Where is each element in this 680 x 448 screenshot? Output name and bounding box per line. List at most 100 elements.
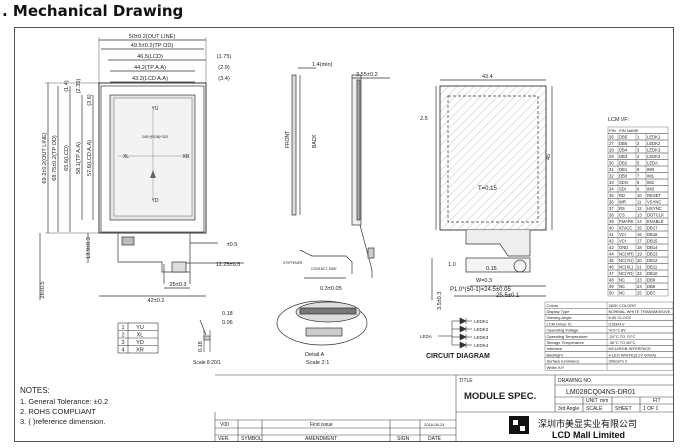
pinout-cell: DB13	[647, 252, 658, 257]
dim-ref-1: (1.75)	[217, 54, 232, 60]
pinout-cell: LEDK2	[647, 141, 661, 146]
drawing-frame	[14, 27, 674, 442]
dim-outline-width: 50±0.2(OUT LINE)	[129, 34, 176, 40]
drawing-label: UNIT	[586, 398, 598, 404]
drawing-label: SCALE	[586, 406, 603, 412]
pinout-cell: DB5	[619, 141, 628, 146]
led-row	[452, 317, 472, 349]
pinout-cell: 41	[609, 232, 614, 237]
spec-value: MCU/RGB INTERFACE	[609, 346, 652, 351]
detail-a	[276, 300, 368, 346]
pinout-cell: 13	[637, 213, 642, 218]
pinout-cell: 23	[637, 278, 642, 283]
drawing-label: LEDK4	[474, 343, 489, 348]
pinout-cell: NC(YU)	[619, 258, 634, 263]
pinout-cell: DB17	[647, 226, 658, 231]
pinout-cell: 37	[609, 206, 614, 211]
drawing-label: LEDK1	[474, 319, 489, 324]
drawing-label: T=0.15	[478, 186, 498, 192]
spec-value: ILI9341V	[609, 321, 625, 326]
screen-label-xr: XR	[183, 154, 190, 160]
pinout-cell: 44	[609, 252, 614, 257]
pinout-cell: DB5	[619, 135, 628, 140]
pinout-cell: CS	[619, 213, 625, 218]
pinout-row	[607, 289, 669, 297]
pinout-cell: 22	[637, 271, 642, 276]
pinout-cell: NC	[619, 284, 625, 289]
side-view	[291, 67, 390, 279]
spec-value: 262K COLORS	[609, 303, 637, 308]
pinout-cell: NC(XL)	[619, 265, 634, 270]
fpc-detail	[203, 330, 211, 352]
dim-lower-5: 13.9±0.3	[86, 237, 92, 259]
pinout-cell: 24	[637, 284, 642, 289]
drawing-label: FIT	[653, 398, 661, 404]
pinout-cell: 29	[609, 154, 614, 159]
pinout-cell: 14	[637, 219, 642, 224]
drawing-label: LEDA	[420, 334, 432, 339]
pinout-cell: 19	[637, 252, 642, 257]
pinout-cell: SDI	[619, 187, 626, 192]
pinout-cell: IM0	[647, 167, 655, 172]
drawing-label: 2	[121, 333, 124, 339]
screen-label-yu: YU	[152, 106, 159, 112]
detail-a-text: Detail A Scale 2:1	[305, 352, 329, 366]
pinout-cell: 31	[609, 167, 614, 172]
spec-label: Viewing Angle	[547, 315, 573, 320]
drawing-label: W=0.3	[476, 278, 492, 284]
pinout-cell: VCI	[619, 232, 626, 237]
pinout-cell: 12	[637, 206, 642, 211]
drawing-label: First issue	[310, 422, 333, 428]
dim-left-ref-1: (1.4)	[64, 80, 70, 92]
pinout-cell: 32	[609, 174, 614, 179]
pinout-cell: 20	[637, 258, 642, 263]
pinout-cell: 21	[637, 265, 642, 270]
pinout-cell: LEDA	[647, 161, 658, 166]
pinout-cell: 34	[609, 187, 614, 192]
drawing-label: YU	[136, 325, 144, 331]
pinout-title: LCM I/F:	[608, 117, 630, 123]
pinout-cell: RESET	[647, 193, 661, 198]
spec-label: Operating Temperature	[547, 334, 589, 339]
pinout-cell: DB2	[619, 161, 628, 166]
pinout-cell: 38	[609, 213, 614, 218]
drawing-label: SIGN	[397, 436, 410, 442]
spec-value: 4 LED WHITE(3.2V 60mA)	[609, 352, 657, 357]
notes-title: NOTES:	[20, 386, 50, 395]
front-view-vertical-dims: 69.2±0.2(OUT LINE) 68.75±0.2(TP OD) 65.6…	[40, 79, 93, 299]
pinout-cell: 7	[637, 174, 640, 179]
pinout-cell: WR	[619, 200, 626, 205]
company-name-zh: 深圳市美显实业有限公司	[538, 418, 637, 430]
pinout-cell: DB1	[619, 167, 628, 172]
screen-label-xl: XL	[123, 154, 129, 160]
dim-lcd-width: 46.5(LCD)	[137, 54, 163, 60]
drawing-label: 2.5	[420, 116, 428, 122]
spec-value: -20°C TO 70°C	[609, 334, 636, 339]
drawing-label: 1 OF 1	[643, 406, 659, 412]
pinout-cell: 45	[609, 258, 614, 263]
note-item: 3. ( )reference dimension.	[20, 417, 106, 426]
spec-label: Surface luminance	[547, 359, 581, 364]
pinout-cell: FMARK	[619, 219, 634, 224]
drawing-label: 0.18	[198, 341, 204, 352]
drawing-label: 1	[121, 325, 124, 331]
notes-block: NOTES: 1. General Tolerance: ±0.2 2. ROH…	[20, 386, 108, 427]
pinout-cell: IM1	[647, 174, 655, 179]
drawing-label: 43.4	[482, 74, 493, 80]
drawing-label: MODULE SPEC.	[464, 391, 536, 402]
dim-lower-4: 42±0.2	[147, 298, 164, 304]
pinout-cell: NC	[619, 291, 625, 296]
pinout-cell: DB4	[619, 148, 628, 153]
pinout-cell: VCI	[619, 239, 626, 244]
pinout-cell: GND	[619, 245, 628, 250]
drawing-label: 2018-08-24	[424, 422, 445, 427]
drawing-label: 0.18	[222, 311, 233, 317]
front-view	[39, 37, 244, 336]
pinout-cell: 26	[609, 135, 614, 140]
pinout-cell: 4	[637, 154, 640, 159]
drawing-label: DRAWING NO.	[558, 378, 592, 384]
pinout-cell: 43	[609, 245, 614, 250]
pinout-cell: NC	[619, 278, 625, 283]
pinout-cell: DB9	[647, 278, 656, 283]
